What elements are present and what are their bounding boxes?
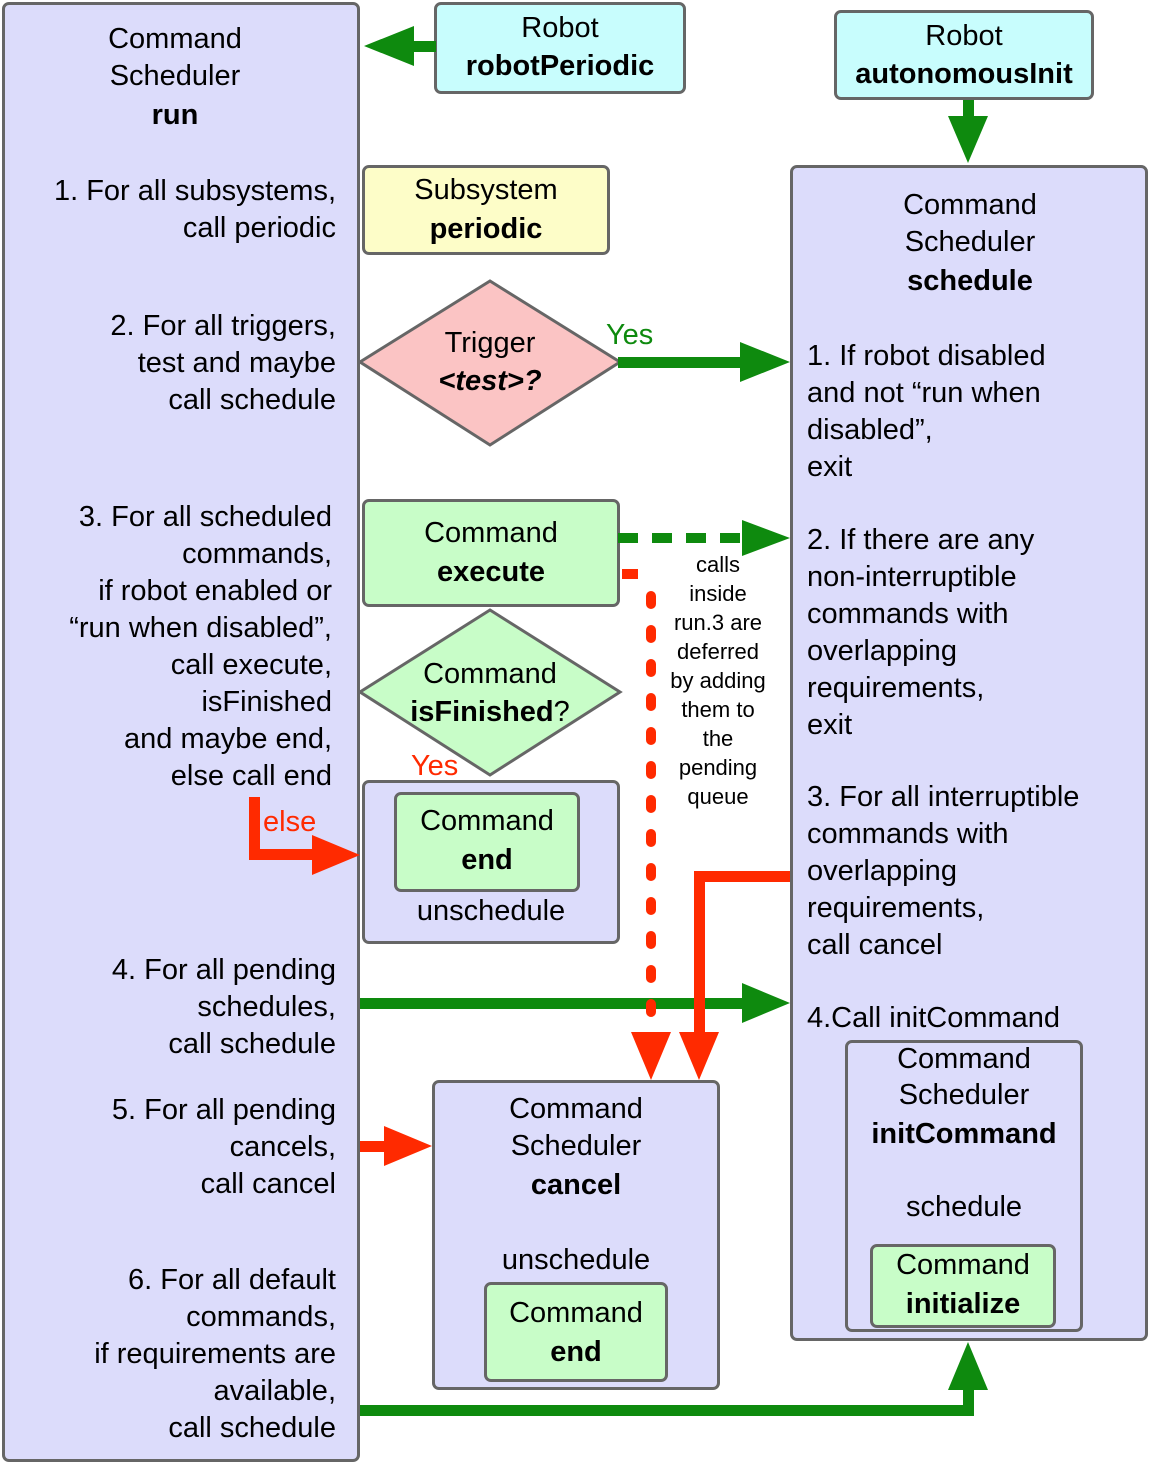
is-finished-suffix: ? [553,696,570,728]
initialize-line1: Command [896,1249,1030,1281]
schedule-title-2: Scheduler [904,226,1036,258]
subsystem-periodic-line1: Subsystem [414,174,558,206]
finished-yes-label: Yes [411,750,459,782]
trigger-test-diamond [357,279,623,447]
cancel-title-1: Command [509,1093,643,1125]
initialize-line2: initialize [905,1288,1021,1320]
end-group-label: unschedule [416,895,566,927]
command-execute-line2: execute [436,556,545,588]
robot-periodic-line2: robotPeriodic [465,50,655,82]
trigger-yes-label: Yes [606,319,654,351]
scheduler-run-box [2,2,360,1462]
subsystem-periodic-box [362,165,610,255]
robot-autonomous-init-box [834,10,1094,100]
is-finished-method: isFinished [410,696,554,728]
command-end-box [394,792,580,892]
cancel-inner-line1: Command [509,1297,643,1329]
schedule-step-4: 4.Call initCommand [807,1002,1061,1034]
end-group-inner-line1: Command [420,805,554,837]
run-title-2: Scheduler [109,60,241,92]
run-title-3: run [151,99,199,131]
subsystem-periodic-line2: periodic [429,213,543,245]
schedule-title-1: Command [903,189,1037,221]
command-execute-line1: Command [424,517,558,549]
cancel-title-3: cancel [530,1169,622,1201]
cancel-command-end-box [484,1282,668,1382]
trigger-test-line2: <test>? [438,365,542,397]
init-command-schedule-label: schedule [905,1191,1023,1223]
end-group-inner-line2: end [461,844,513,876]
robot-periodic-box [434,2,686,94]
cancel-unschedule-label: unschedule [501,1244,651,1276]
is-finished-diamond [357,608,623,777]
cancel-title-2: Scheduler [510,1130,642,1162]
run-title-1: Command [108,23,242,55]
init-command-title-2: Scheduler [898,1079,1030,1111]
robot-autonomous-init-line2: autonomousInit [855,58,1073,90]
is-finished-line2: isFinished? [360,694,620,731]
robot-autonomous-init-line1: Robot [925,20,1003,52]
command-execute-box [362,499,620,607]
command-initialize-box [870,1244,1056,1328]
is-finished-line1: Command [423,658,557,690]
init-command-title-3: initCommand [871,1118,1057,1150]
schedule-title-3: schedule [907,265,1033,297]
init-command-title-1: Command [897,1043,1031,1075]
cancel-inner-line2: end [550,1336,602,1368]
else-label: else [263,806,317,838]
trigger-test-line1: Trigger [444,327,536,359]
robot-periodic-line1: Robot [521,12,599,44]
